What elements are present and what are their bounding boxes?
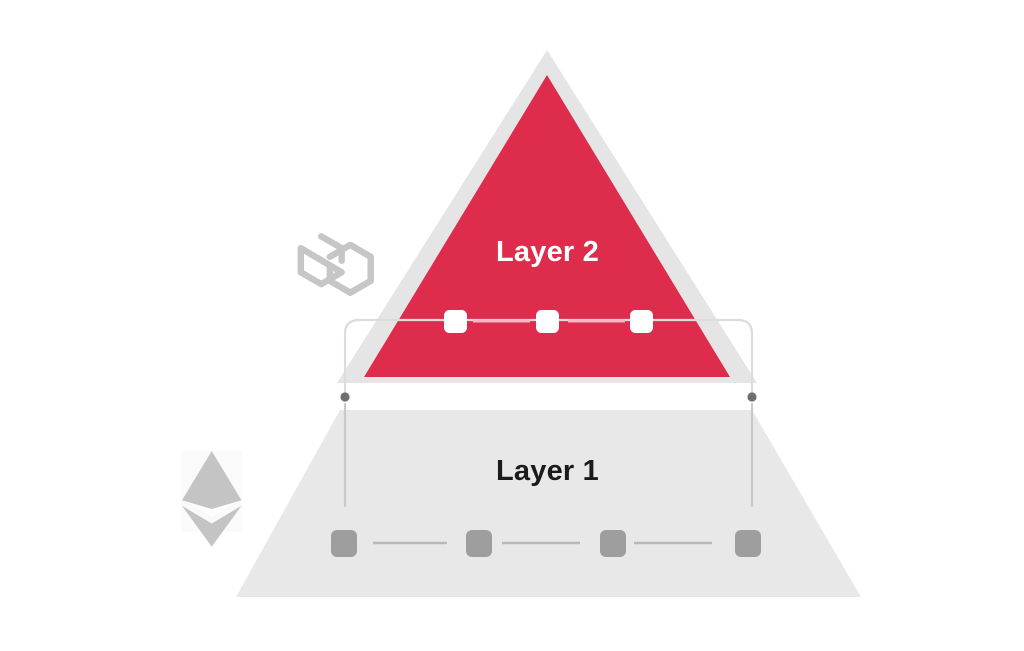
layer2-node-3[interactable] <box>630 310 653 333</box>
polygon-logo-icon <box>297 233 374 296</box>
layer1-node-chain <box>331 530 761 557</box>
layer1-trapezoid <box>236 410 861 597</box>
layer1-label: Layer 1 <box>496 455 599 487</box>
layer1-node-2[interactable] <box>466 530 492 557</box>
layer2-label: Layer 2 <box>496 236 599 268</box>
layer2-group <box>337 50 757 383</box>
layer2-triangle <box>364 75 730 377</box>
connector-dot-left <box>340 392 350 402</box>
layer1-group <box>236 410 861 597</box>
layer1-node-4[interactable] <box>735 530 761 557</box>
layer2-node-2[interactable] <box>536 310 559 333</box>
connector-dot-right <box>747 392 757 402</box>
layer2-node-chain <box>444 310 653 333</box>
layer1-node-3[interactable] <box>600 530 626 557</box>
layer2-node-1[interactable] <box>444 310 467 333</box>
layer1-node-1[interactable] <box>331 530 357 557</box>
ethereum-logo-icon <box>181 450 243 547</box>
